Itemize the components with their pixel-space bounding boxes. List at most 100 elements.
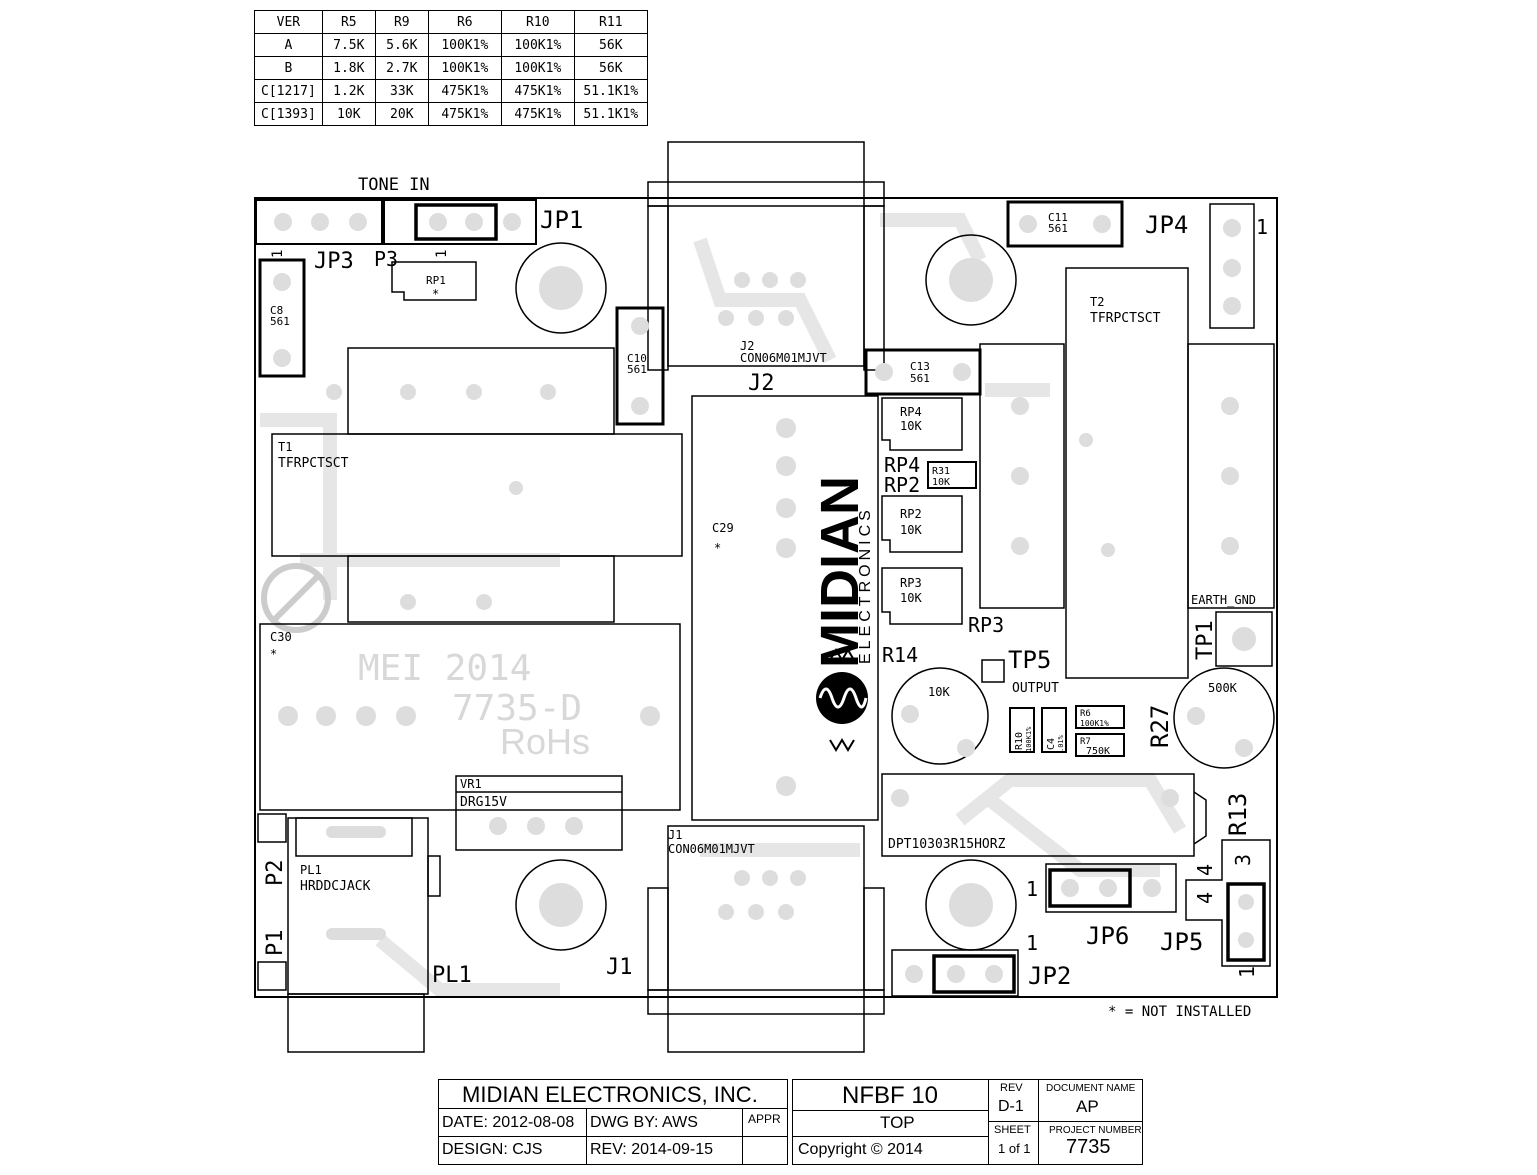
pad [311,213,329,231]
c8-value: 561 [270,315,290,328]
rp2-ref: RP2 [900,507,922,521]
t2-body [1065,267,1189,679]
pad [396,706,416,726]
drawn-by-field: DWG BY: AWS [590,1114,698,1131]
c10-value: 561 [627,363,647,376]
table-header: R6 [427,10,502,34]
pad [326,928,386,940]
not-installed-note: * = NOT INSTALLED [1108,1004,1251,1020]
table-cell: B [254,56,323,80]
pad [503,213,521,231]
pad [947,965,965,983]
tp5-label: TP5 [1008,646,1051,674]
document-name-value: AP [1076,1097,1099,1116]
c30-star: * [270,647,277,661]
pad [776,776,796,796]
table-header: VER [254,10,323,34]
r31-ref: R31 [932,466,950,477]
pad [640,706,660,726]
pad [891,789,909,807]
table-cell: 51.1K1% [573,102,648,126]
j2-ref: J2 [740,339,754,353]
rp2-outline [881,495,963,553]
version-table: VER R5 R9 R6 R10 R11 A 7.5K 5.6K 100K1% … [254,10,648,126]
p1-label: P1 [263,930,288,957]
pin-1-label: 1 [270,250,286,258]
t2-right-outline [1187,343,1275,609]
pad [429,213,447,231]
table-cell: 475K1% [427,79,502,103]
pad [1187,707,1205,725]
pad [400,594,416,610]
pad [465,213,483,231]
pad [1223,297,1241,315]
table-cell: 475K1% [500,79,575,103]
sheet-value: 1 of 1 [998,1141,1031,1156]
project-number-label: PROJECT NUMBER [1049,1125,1142,1136]
rp3-label: RP3 [968,613,1004,637]
table-row: C[1217] 1.2K 33K 475K1% 475K1% 51.1K1% [254,79,648,103]
silkscreen-text: MEI 2014 [358,648,531,689]
pin-4-label: 4 [1193,864,1217,876]
pad [953,363,971,381]
product-title: NFBF 10 [842,1082,939,1109]
pad [509,481,523,495]
pad [1143,879,1161,897]
pad [273,273,291,291]
pin-1-label: 1 [1235,966,1259,978]
pad [356,706,376,726]
j1-part: CON06M01MJVT [668,842,755,856]
r10-outline [1009,707,1035,753]
r27-pot [1173,667,1275,769]
jp5-outline [1185,839,1271,967]
r6-ref: R6 [1080,709,1091,719]
mounting-hole [925,859,1017,951]
pl1-plug [287,993,425,1053]
pad [1235,739,1253,757]
rp3-outline [881,567,963,625]
title-col-divider [988,1079,989,1165]
pad [985,965,1003,983]
c11-label: C11 [1048,211,1068,224]
j2-label: J2 [748,371,775,396]
pad [1011,467,1029,485]
p2-pad [257,813,287,843]
pad [875,363,893,381]
pad [400,384,416,400]
jp4-label: JP4 [1145,211,1188,239]
pl1-side-tab [427,855,441,897]
pad [316,706,336,726]
design-field: DESIGN: CJS [442,1141,543,1158]
mounting-hole [515,859,607,951]
r10-value: 100K1% [1025,726,1033,752]
c13-value: 561 [910,372,930,385]
rp3-ref: RP3 [900,576,922,590]
pad [901,705,919,723]
c8-outline [258,258,306,378]
pad [776,538,796,558]
pad [1221,537,1239,555]
jp2-label: JP2 [1028,962,1071,990]
jp5-jumper [1226,882,1266,962]
mounting-hole [515,242,607,334]
rp4-label: RP4 [884,453,920,477]
r6-outline [1075,705,1125,729]
pad [1223,219,1241,237]
table-header: R11 [573,10,648,34]
pad [1232,627,1256,651]
table-cell: 20K [374,102,429,126]
pad [1223,259,1241,277]
table-cell: 2.7K [374,56,429,80]
title-row-divider [792,1136,988,1137]
jp5-label: JP5 [1160,928,1203,956]
rev-label: REV [1000,1082,1023,1094]
jp4-header [1209,203,1255,329]
t1-ref: T1 [278,440,292,454]
t1-lower-outline [347,555,615,623]
pin-1-label: 1 [1026,931,1038,955]
pad [1019,215,1037,233]
pad [349,213,367,231]
jp3-header [255,199,383,245]
pin-1-label: 1 [1256,215,1268,239]
